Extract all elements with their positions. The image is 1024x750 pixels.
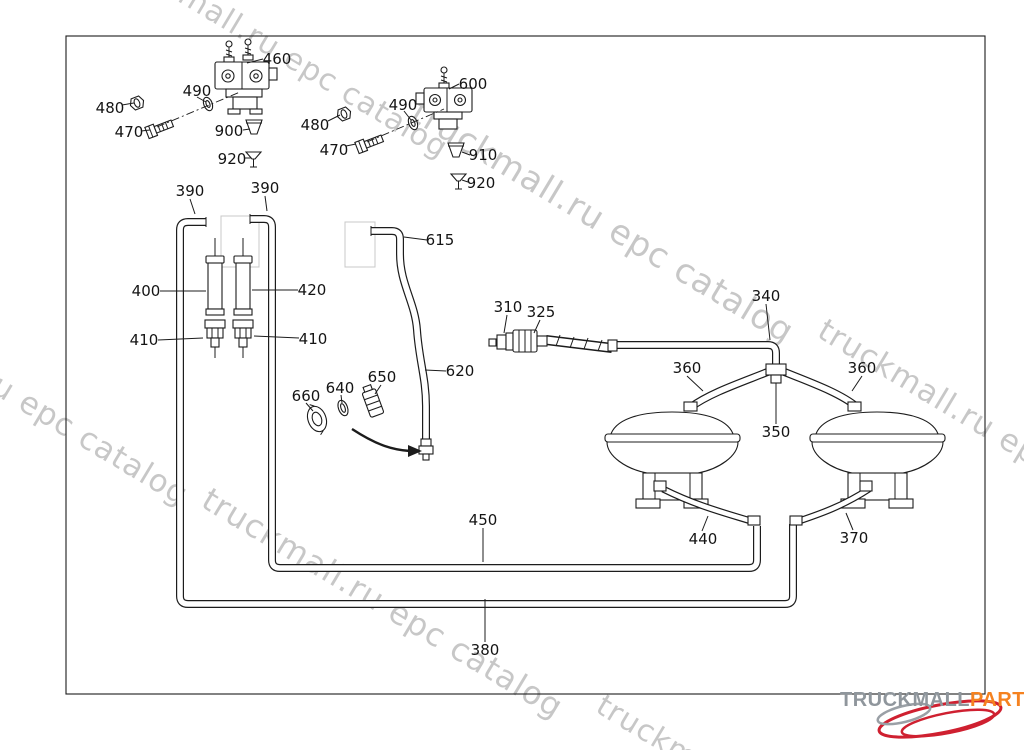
- pipe-end-caps: [205, 214, 372, 236]
- valve-insert-900: [245, 119, 263, 135]
- fitting-650: [361, 384, 385, 418]
- pipe-340: [613, 341, 780, 368]
- filter-cartridge-400: [204, 238, 226, 358]
- hose-370: [794, 486, 871, 526]
- logo-text-parts: PARTS: [970, 689, 1024, 711]
- funnel-920-left: [244, 151, 263, 168]
- valve-assembly-460: [214, 38, 278, 115]
- logo: TRUCKMALLPARTS: [836, 686, 1024, 748]
- brake-chamber-right: [809, 401, 946, 509]
- nut-480-left: [129, 95, 145, 111]
- hose-fittings: [653, 480, 873, 526]
- diagram-frame: [65, 35, 986, 695]
- pointer-arrow: [351, 427, 422, 457]
- nut-480-right: [336, 106, 352, 122]
- filter-cartridge-420: [232, 238, 254, 358]
- hose-310: [545, 334, 613, 353]
- assembly-axis-lines: [156, 91, 445, 143]
- tee-fitting-350: [765, 363, 787, 384]
- valve-insert-910: [447, 142, 465, 158]
- pipe-450: [250, 215, 761, 572]
- valve-310-325: [488, 329, 618, 353]
- bolt-470-right: [354, 134, 385, 155]
- logo-text: TRUCKMALLPARTS: [840, 689, 1024, 712]
- pipe-620-end-fitting: [418, 438, 434, 461]
- funnel-920-right: [449, 173, 468, 190]
- logo-text-truckmall: TRUCKMALL: [840, 689, 971, 711]
- valve-assembly-600: [415, 66, 473, 130]
- pipe-360-right: [780, 367, 860, 411]
- ring-640: [337, 399, 349, 417]
- leader-lines: [121, 58, 863, 642]
- pipe-380: [176, 218, 797, 608]
- hose-440: [661, 485, 756, 526]
- bolt-470-left: [144, 119, 175, 140]
- pipe-620: [371, 227, 430, 441]
- logo-swirl-icon: [876, 699, 1003, 739]
- washer-490-left: [202, 96, 214, 112]
- grommet-660: [306, 404, 328, 435]
- pipe-360-left: [688, 367, 772, 411]
